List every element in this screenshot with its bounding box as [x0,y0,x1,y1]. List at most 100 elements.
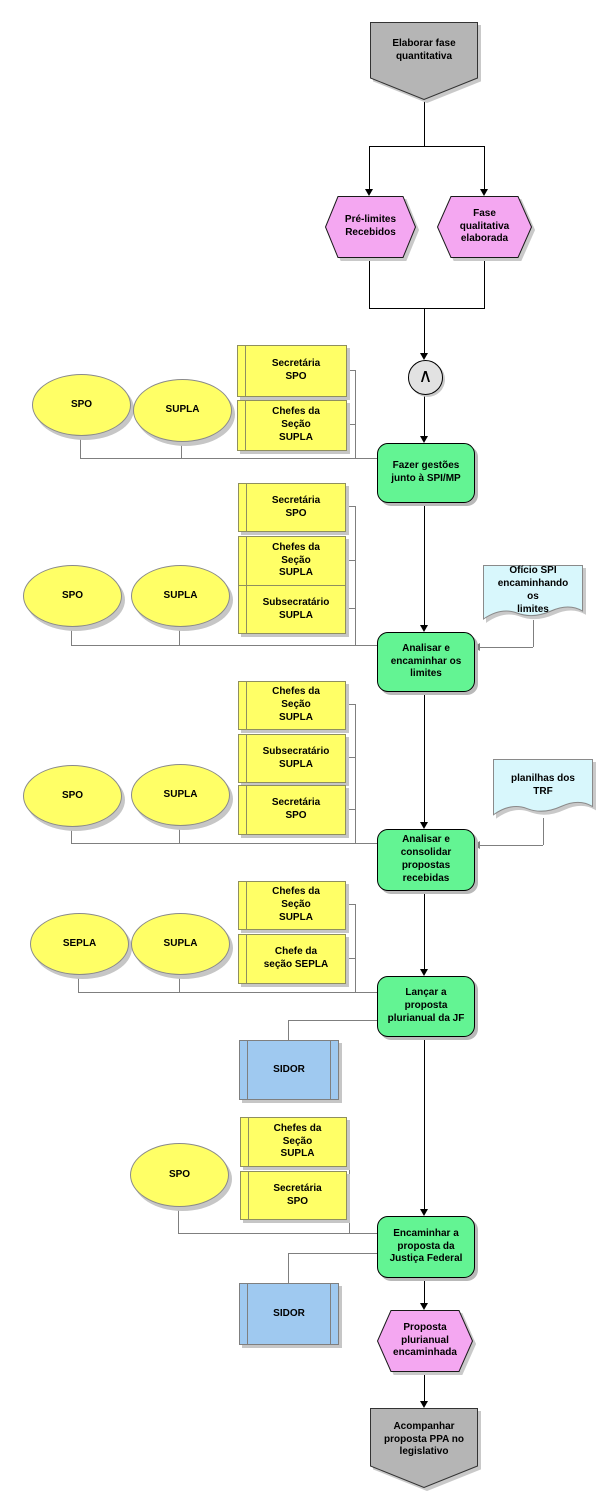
flow-line [424,1035,425,1210]
arrowhead [480,189,488,196]
org-line [71,625,72,645]
document-label: planilhas dos TRF [511,773,575,797]
document-label: Ofício SPI encaminhando os limites [497,565,569,615]
document-line [480,845,543,846]
system-line [288,1020,289,1040]
position-label: Chefes da Seção SUPLA [272,686,320,723]
org-line [71,843,377,844]
position-label: Secretária SPO [271,797,321,821]
position-chefes-secao-supla: Chefes da Seção SUPLA [238,881,346,930]
arrowhead [420,436,428,443]
org-unit-label: SPO [61,789,84,801]
arrowhead [420,1303,428,1310]
position-label: Chefe da seção SEPLA [263,946,329,970]
org-unit-spo: SPO [130,1143,229,1207]
arrowhead [420,353,428,360]
position-chefe-secao-sepla: Chefe da seção SEPLA [238,934,346,984]
position-label: Subsecratário SUPLA [262,596,330,621]
org-line [355,370,356,458]
function-fazer-gestoes: Fazer gestões junto à SPI/MP [377,443,475,503]
process-interface-end-label: Acompanhar proposta PPA no legislativo [384,1420,464,1458]
position-chefes-secao-supla: Chefes da Seção SUPLA [238,681,346,730]
org-line [80,434,81,458]
position-label: Secretária SPO [273,1182,322,1207]
document-line [543,818,544,845]
position-subsecratario-supla: Subsecratário SUPLA [238,585,346,634]
org-line [181,439,182,458]
org-unit-sepla: SEPLA [30,913,129,975]
flow-line [369,146,370,190]
org-unit-label: SPO [61,589,84,601]
arrowhead [473,643,480,651]
document-planilhas-trf: planilhas dos TRF [493,759,593,823]
position-chefes-secao-supla: Chefes da Seção SUPLA [238,536,346,586]
org-line [355,506,356,645]
flow-line [424,501,425,626]
event-fase-qualitativa-elaborada: Fase qualitativa elaborada [437,196,532,258]
flow-line [424,308,425,354]
org-unit-label: SUPLA [163,589,198,601]
flow-line [424,1276,425,1304]
event-label: Fase qualitativa elaborada [459,207,510,245]
position-label: Secretária SPO [271,358,321,382]
arrowhead [420,822,428,829]
org-unit-supla: SUPLA [131,913,230,975]
arrowhead [420,625,428,632]
position-label: Chefes da Seção SUPLA [272,886,320,923]
flow-line [484,146,485,190]
system-line [288,1253,377,1254]
position-secretaria-spo: Secretária SPO [238,483,346,532]
event-proposta-plurianual-encaminhada: Proposta plurianual encaminhada [377,1310,473,1372]
document-oficio-spi: Ofício SPI encaminhando os limites [483,565,583,627]
and-connector: ∧ [408,360,443,395]
org-unit-spo: SPO [23,765,122,827]
org-line [71,825,72,843]
function-label: Lançar a proposta plurianual da JF [387,987,465,1024]
function-lancar-proposta-plurianual: Lançar a proposta plurianual da JF [377,976,475,1037]
position-label: Secretária SPO [271,494,321,519]
org-unit-spo: SPO [23,565,122,627]
system-sidor-2: SIDOR [239,1283,339,1345]
position-secretaria-spo: Secretária SPO [238,785,346,835]
org-unit-label: SEPLA [62,937,97,949]
event-label: Proposta plurianual encaminhada [393,1321,457,1359]
flow-line [369,258,370,309]
flow-line [424,100,425,146]
org-line [355,904,356,992]
flow-line [424,889,425,970]
function-label: Encaminhar a proposta da Justiça Federal [389,1227,463,1265]
and-connector-symbol: ∧ [418,366,433,387]
org-line [179,824,180,843]
document-line [480,647,533,648]
flow-line [484,258,485,309]
arrowhead [473,841,480,849]
position-label: Chefes da Seção SUPLA [272,406,320,443]
function-encaminhar-proposta-jf: Encaminhar a proposta da Justiça Federal [377,1216,475,1278]
org-unit-label: SUPLA [163,937,198,949]
system-label: SIDOR [273,1307,305,1319]
position-label: Subsecratário SUPLA [262,745,330,770]
arrowhead [420,1401,428,1408]
org-unit-supla: SUPLA [131,565,230,627]
position-chefes-secao-supla: Chefes da Seção SUPLA [237,400,347,451]
arrowhead [420,969,428,976]
org-unit-label: SPO [168,1168,191,1180]
system-line [288,1253,289,1283]
org-unit-label: SPO [70,398,93,410]
system-label: SIDOR [273,1063,305,1075]
flow-line [369,146,485,147]
org-line [179,973,180,992]
function-label: Analisar e encaminhar os limites [390,642,462,680]
org-line [178,1233,377,1234]
document-line [533,620,534,647]
event-label: Pré-limites Recebidos [344,214,397,238]
function-analisar-consolidar-propostas: Analisar e consolidar propostas recebida… [377,829,475,891]
process-interface-start: Elaborar fase quantitativa [370,22,478,100]
process-interface-start-label: Elaborar fase quantitativa [392,38,456,62]
org-line [355,704,356,843]
position-subsecratario-supla: Subsecratário SUPLA [238,734,346,783]
function-analisar-encaminhar-limites: Analisar e encaminhar os limites [377,632,475,692]
org-line [71,645,377,646]
arrowhead [420,1209,428,1216]
